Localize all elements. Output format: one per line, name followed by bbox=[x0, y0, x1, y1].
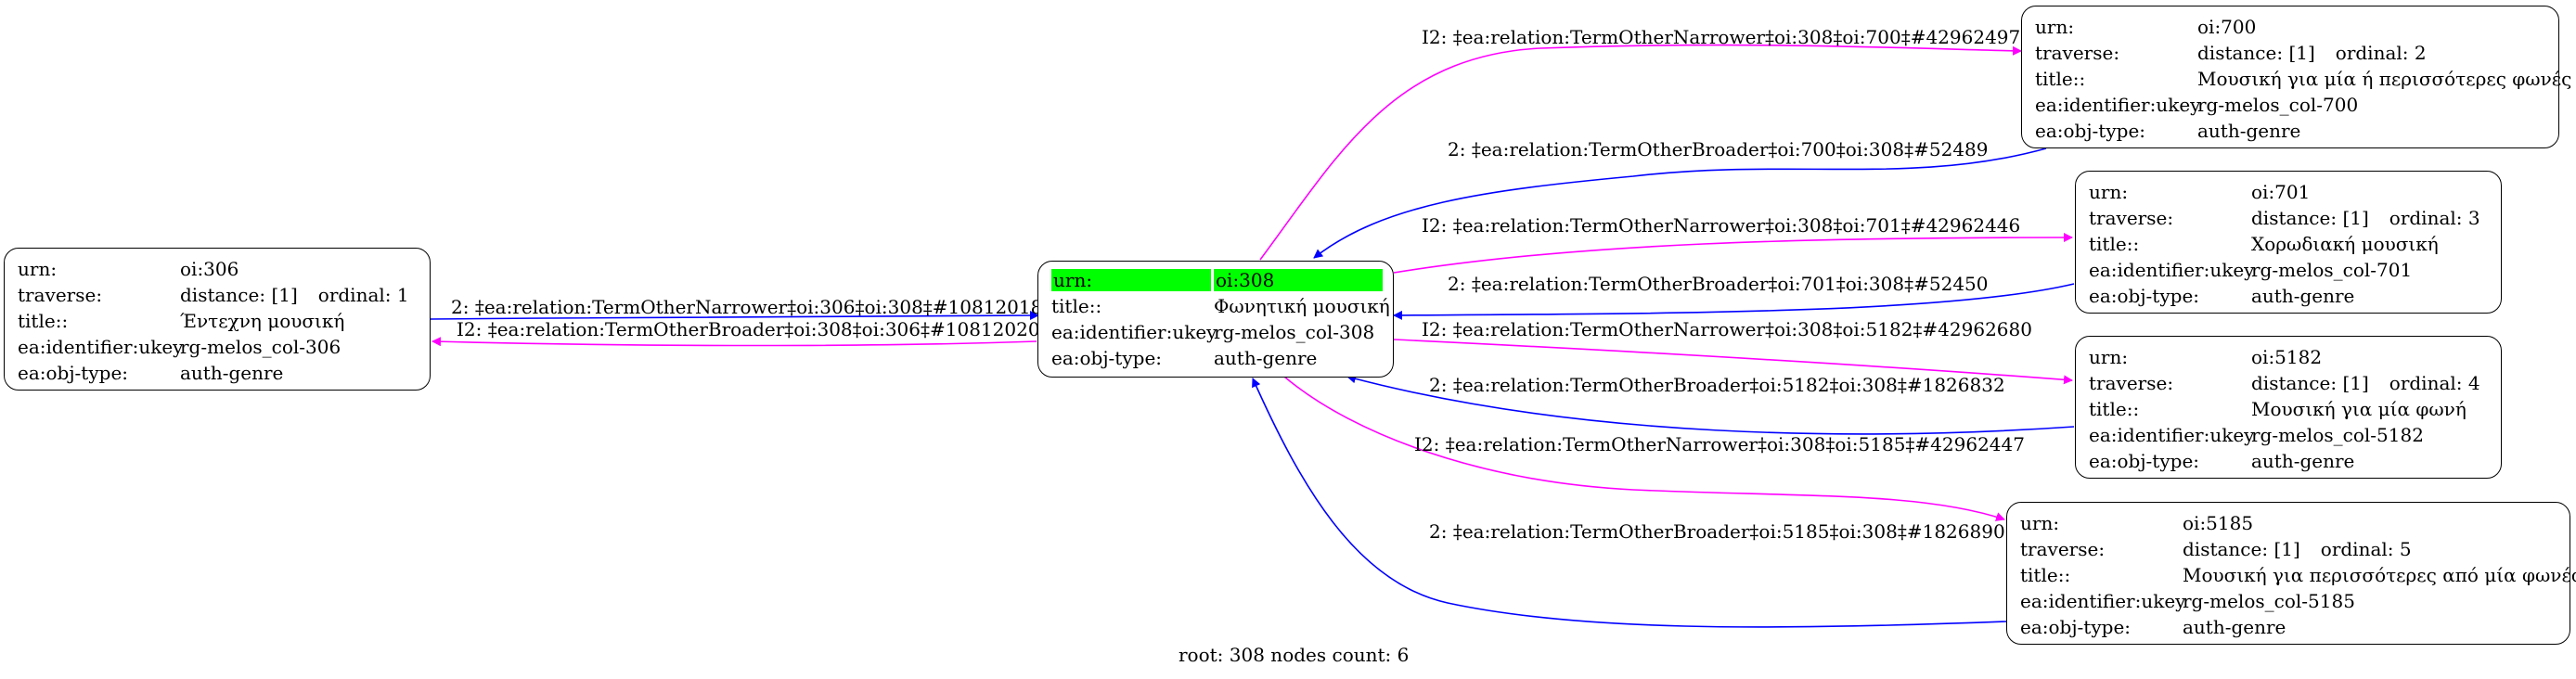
title-value: Έντεχνη μουσική bbox=[180, 310, 345, 332]
type-key: ea:obj-type: bbox=[2020, 616, 2132, 638]
traverse-key: traverse: bbox=[2035, 42, 2120, 64]
edge-label-700-broader: 2: ‡ea:relation:TermOtherBroader‡oi:700‡… bbox=[1448, 138, 1989, 160]
edge-701-broader bbox=[1393, 283, 2075, 320]
type-value: auth-genre bbox=[2197, 120, 2301, 142]
edge-306-narrower bbox=[430, 311, 1039, 321]
node-oi-701[interactable]: urn: oi:701 traverse: distance: [1] ordinal… bbox=[2075, 171, 2502, 314]
edge-306-broader bbox=[431, 337, 1037, 347]
ukey-value: rg-melos_col-306 bbox=[180, 336, 341, 358]
ukey-key: ea:identifier:ukey bbox=[2089, 259, 2255, 281]
edge-label-5185-broader: 2: ‡ea:relation:TermOtherBroader‡oi:5185… bbox=[1429, 520, 2005, 543]
ukey-key: ea:identifier:ukey bbox=[2035, 94, 2201, 116]
urn-value: oi:5185 bbox=[2183, 512, 2254, 534]
type-key: ea:obj-type: bbox=[18, 362, 129, 384]
ukey-key: ea:identifier:ukey bbox=[2089, 424, 2255, 446]
edge-5185-narrower bbox=[1283, 376, 2005, 521]
title-key: title:: bbox=[2089, 233, 2140, 255]
ukey-key: ea:identifier:ukey bbox=[2020, 590, 2186, 612]
ukey-value: rg-melos_col-5182 bbox=[2251, 424, 2424, 446]
ordinal-value: ordinal: 1 bbox=[317, 284, 409, 306]
edge-label-701-broader: 2: ‡ea:relation:TermOtherBroader‡oi:701‡… bbox=[1448, 273, 1989, 295]
distance-value: distance: [1] bbox=[2251, 207, 2369, 229]
type-key: ea:obj-type: bbox=[1051, 347, 1163, 369]
distance-value: distance: [1] bbox=[2183, 538, 2300, 560]
ukey-value: rg-melos_col-5185 bbox=[2183, 590, 2355, 612]
title-key: title:: bbox=[2020, 564, 2071, 586]
urn-key: urn: bbox=[2089, 181, 2129, 203]
type-value: auth-genre bbox=[1214, 347, 1318, 369]
edge-label-700-narrower: I2: ‡ea:relation:TermOtherNarrower‡oi:30… bbox=[1422, 26, 2020, 48]
ordinal-value: ordinal: 4 bbox=[2389, 372, 2480, 394]
distance-value: distance: [1] bbox=[180, 284, 298, 306]
urn-key: urn: bbox=[18, 258, 58, 280]
title-value: Μουσική για μία ή περισσότερες φωνές bbox=[2197, 68, 2572, 90]
title-value: Φωνητική μουσική bbox=[1214, 295, 1390, 317]
distance-value: distance: [1] bbox=[2251, 372, 2369, 394]
edge-5182-broader bbox=[1346, 374, 2075, 435]
title-value: Μουσική για περισσότερες από μία φωνές bbox=[2183, 564, 2576, 586]
traverse-key: traverse: bbox=[2089, 372, 2174, 394]
graph-footer: root: 308 nodes count: 6 bbox=[1179, 644, 1410, 666]
edge-label-701-narrower: I2: ‡ea:relation:TermOtherNarrower‡oi:30… bbox=[1422, 214, 2020, 237]
edge-5185-broader bbox=[1252, 378, 2007, 628]
edge-label-5185-narrower: I2: ‡ea:relation:TermOtherNarrower‡oi:30… bbox=[1414, 433, 2025, 455]
type-value: auth-genre bbox=[2251, 450, 2355, 472]
ordinal-value: ordinal: 2 bbox=[2335, 42, 2427, 64]
ukey-value: rg-melos_col-701 bbox=[2251, 259, 2413, 281]
title-key: title:: bbox=[2089, 398, 2140, 420]
type-value: auth-genre bbox=[180, 362, 284, 384]
type-key: ea:obj-type: bbox=[2035, 120, 2146, 142]
traverse-key: traverse: bbox=[18, 284, 103, 306]
urn-value: oi:700 bbox=[2197, 16, 2257, 38]
edge-label-5182-narrower: I2: ‡ea:relation:TermOtherNarrower‡oi:30… bbox=[1422, 318, 2032, 340]
urn-key: urn: bbox=[2035, 16, 2075, 38]
title-value: Μουσική για μία φωνή bbox=[2251, 398, 2467, 420]
title-key: title:: bbox=[1051, 295, 1102, 317]
node-oi-5182[interactable]: urn: oi:5182 traverse: distance: [1] ordina… bbox=[2075, 336, 2502, 479]
type-value: auth-genre bbox=[2183, 616, 2286, 638]
title-value: Χορωδιακή μουσική bbox=[2251, 233, 2439, 255]
urn-key: urn: bbox=[2089, 346, 2129, 368]
node-oi-306[interactable]: urn: oi:306 traverse: distance: [1] ordinal… bbox=[4, 248, 431, 391]
urn-value: oi:306 bbox=[180, 258, 239, 280]
title-key: title:: bbox=[2035, 68, 2086, 90]
edge-label-5182-broader: 2: ‡ea:relation:TermOtherBroader‡oi:5182… bbox=[1429, 374, 2005, 396]
traverse-key: traverse: bbox=[2089, 207, 2174, 229]
edge-700-broader bbox=[1313, 147, 2047, 259]
ukey-key: ea:identifier:ukey bbox=[1051, 321, 1217, 343]
node-oi-700[interactable]: urn: oi:700 traverse: distance: [1] ordinal… bbox=[2021, 6, 2571, 148]
type-value: auth-genre bbox=[2251, 285, 2355, 307]
edge-label-306-broader: I2: ‡ea:relation:TermOtherBroader‡oi:308… bbox=[457, 318, 1051, 340]
urn-key: urn: bbox=[1051, 269, 1211, 291]
node-oi-308-root[interactable]: urn:oi:308 title::Φωνητική μουσική ea:id… bbox=[1037, 261, 1394, 378]
ukey-value: rg-melos_col-308 bbox=[1214, 321, 1375, 343]
ukey-value: rg-melos_col-700 bbox=[2197, 94, 2359, 116]
urn-value: oi:308 bbox=[1214, 269, 1383, 291]
type-key: ea:obj-type: bbox=[2089, 285, 2200, 307]
title-key: title:: bbox=[18, 310, 69, 332]
ukey-key: ea:identifier:ukey bbox=[18, 336, 184, 358]
edge-701-narrower bbox=[1393, 233, 2073, 274]
edge-700-narrower bbox=[1259, 44, 2022, 261]
urn-value: oi:701 bbox=[2251, 181, 2311, 203]
urn-key: urn: bbox=[2020, 512, 2060, 534]
ordinal-value: ordinal: 3 bbox=[2389, 207, 2480, 229]
edge-5182-narrower bbox=[1393, 339, 2073, 385]
traverse-key: traverse: bbox=[2020, 538, 2106, 560]
edge-label-306-narrower: 2: ‡ea:relation:TermOtherNarrower‡oi:306… bbox=[451, 296, 1054, 318]
distance-value: distance: [1] bbox=[2197, 42, 2315, 64]
node-oi-5185[interactable]: urn: oi:5185 traverse: distance: [1] ordina… bbox=[2006, 502, 2576, 645]
type-key: ea:obj-type: bbox=[2089, 450, 2200, 472]
ordinal-value: ordinal: 5 bbox=[2320, 538, 2412, 560]
urn-value: oi:5182 bbox=[2251, 346, 2323, 368]
